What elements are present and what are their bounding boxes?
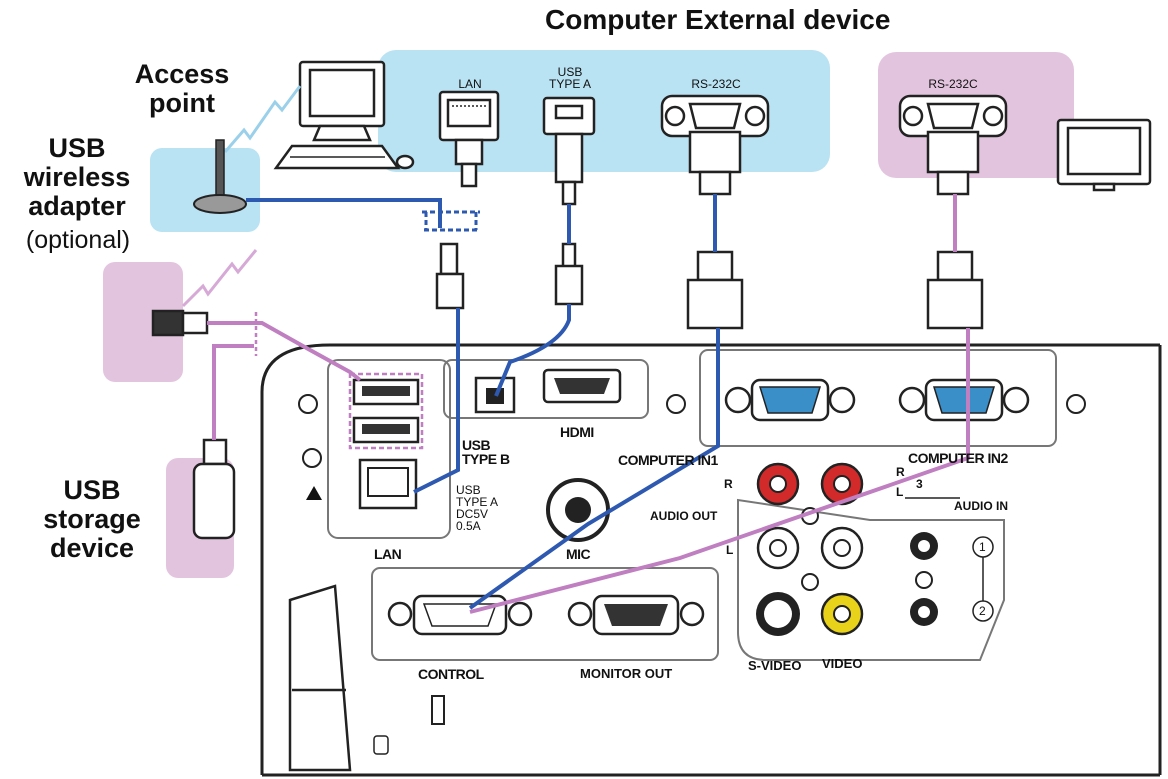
access-point-cable [246,198,442,228]
usb-ports-highlight [348,372,424,450]
kensington-lock-icon [373,735,389,755]
lens-cover [288,584,352,772]
lan-connector [435,242,465,310]
page-title: Computer External device [545,4,891,35]
lan-port-top [438,90,500,188]
av-bay [737,498,1005,661]
audio-in-1-port [910,532,938,560]
slot-icon [431,695,445,725]
hdmi-label: HDMI [560,424,594,440]
usb-storage-icon [192,438,236,540]
computer-in1-port [724,378,856,422]
usb-type-b-label: USB TYPE B [462,437,510,467]
access-point-label: Access point [134,59,230,118]
audio-out-r-port [756,462,800,506]
audio-in-3-label: 3 [916,477,923,491]
computer-in1-label: COMPUTER IN1 [618,452,718,468]
rs232c-port-right [898,94,1008,196]
computer-in2-port [898,378,1030,422]
usb-b-cable [494,304,571,397]
lan-usb-bay [327,359,451,539]
usb-storage-device-label: USB storage device [43,475,141,563]
rs232c-connector-left [686,250,744,330]
audio-in-2-label: 2 [979,604,986,618]
pink-cables [207,194,970,614]
rs232c-left-label: RS-232C [691,77,741,91]
eject-triangle-icon [306,486,322,500]
access-point-zone [150,148,260,232]
audio-in-r-label: R [896,465,905,479]
usb-type-b-port [474,376,516,414]
control-blue-cable [468,328,720,610]
control-port [387,594,533,636]
control-monitor-bay [371,567,719,661]
audio-out-l-port [756,526,800,570]
hdmi-port [542,368,622,404]
audio-in-l-label: L [896,485,904,499]
audio-out-l-label: L [726,543,734,557]
rs232c-connector-right [926,250,984,330]
lan-top-label: LAN [458,77,482,91]
usb-storage-cable [212,344,254,440]
video-port [820,592,864,636]
usb-wireless-adapter-label: USB wireless adapter [23,133,131,221]
usb-type-a-panel-label: USB TYPE A DC5V 0.5A [456,483,499,533]
mic-label: MIC [566,546,591,562]
wireless-adapter-zone [103,262,183,382]
video-label: VIDEO [822,656,863,671]
computer-in-bay [699,349,1057,447]
computer-icon [273,60,415,170]
rs232c-port-left [660,94,770,196]
wireless-signal-icon [223,85,302,153]
usb-port-2 [352,416,420,444]
s-video-port [756,592,800,636]
access-point-icon [193,139,247,214]
audio-in-r-port [820,462,864,506]
usb-wireless-adapter-icon [151,309,209,337]
usb-type-a-port-top [542,96,596,206]
usb-b-connector [554,242,584,306]
control-label: CONTROL [418,666,484,682]
projector-panel [260,343,1162,777]
s-video-label: S-VIDEO [748,658,802,673]
lan-port-panel [358,458,418,510]
optional-label: (optional) [25,226,131,254]
lan-cable [413,308,460,494]
usb-b-hdmi-bay [443,359,649,419]
monitor-out-label: MONITOR OUT [580,666,673,681]
lan-split-dashed [422,210,480,232]
monitor-out-port [567,594,705,636]
audio-in-2-port [910,598,938,626]
wireless-adapter-cable [207,321,362,382]
control-pink-cable [469,328,970,614]
computer-in2-label: COMPUTER IN2 [908,450,1008,466]
lan-panel-label: LAN [374,546,402,562]
rs232c-right-label: RS-232C [928,77,978,91]
wireless-signal-icon [181,249,258,308]
audio-out-label: AUDIO OUT [650,509,718,523]
audio-in-label: AUDIO IN [954,499,1008,513]
usb-port-1 [352,378,420,406]
audio-in-1-label: 1 [979,540,986,554]
audio-out-r-label: R [724,477,733,491]
audio-in-l-port [820,526,864,570]
usb-type-a-top-label: USB TYPE A [548,65,592,91]
blue-cables [246,194,720,610]
monitor-icon [1056,118,1152,192]
audio-in-bracket [905,497,994,622]
